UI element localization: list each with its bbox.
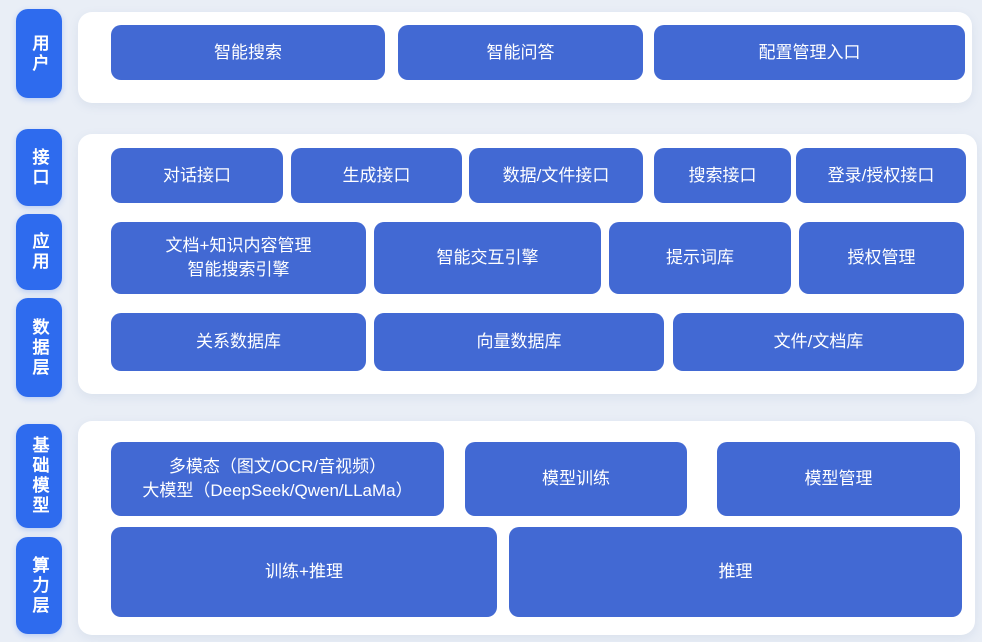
box-search-api[interactable]: 搜索接口 <box>654 148 791 203</box>
box-multimodal-llm[interactable]: 多模态（图文/OCR/音视频） 大模型（DeepSeek/Qwen/LLaMa） <box>111 442 444 516</box>
box-inference[interactable]: 推理 <box>509 527 962 617</box>
box-model-management[interactable]: 模型管理 <box>717 442 960 516</box>
box-vector-db[interactable]: 向量数据库 <box>374 313 664 371</box>
layer-label-compute: 算力层 <box>16 537 62 634</box>
box-generation-api[interactable]: 生成接口 <box>291 148 462 203</box>
foundation-model-compute-panel: 多模态（图文/OCR/音视频） 大模型（DeepSeek/Qwen/LLaMa）… <box>78 421 975 635</box>
layer-label-interface: 接口 <box>16 129 62 206</box>
box-data-file-api[interactable]: 数据/文件接口 <box>469 148 643 203</box>
box-smart-qa[interactable]: 智能问答 <box>398 25 643 80</box>
box-doc-knowledge-search-engine[interactable]: 文档+知识内容管理 智能搜索引擎 <box>111 222 366 294</box>
box-smart-interaction-engine[interactable]: 智能交互引擎 <box>374 222 601 294</box>
box-prompt-library[interactable]: 提示词库 <box>609 222 791 294</box>
box-auth-management[interactable]: 授权管理 <box>799 222 964 294</box>
layer-label-data: 数据层 <box>16 298 62 397</box>
box-smart-search[interactable]: 智能搜索 <box>111 25 385 80</box>
interface-application-data-panel: 对话接口 生成接口 数据/文件接口 搜索接口 登录/授权接口 文档+知识内容管理… <box>78 134 977 394</box>
layer-label-application: 应用 <box>16 214 62 290</box>
box-config-management-entry[interactable]: 配置管理入口 <box>654 25 965 80</box>
box-relational-db[interactable]: 关系数据库 <box>111 313 366 371</box>
layer-label-user: 用户 <box>16 9 62 98</box>
box-training-inference[interactable]: 训练+推理 <box>111 527 497 617</box>
user-layer-panel: 智能搜索 智能问答 配置管理入口 <box>78 12 972 103</box>
box-model-training[interactable]: 模型训练 <box>465 442 687 516</box>
box-login-auth-api[interactable]: 登录/授权接口 <box>796 148 966 203</box>
box-dialog-api[interactable]: 对话接口 <box>111 148 283 203</box>
box-file-doc-store[interactable]: 文件/文档库 <box>673 313 964 371</box>
layer-label-foundation-model: 基础模型 <box>16 424 62 528</box>
